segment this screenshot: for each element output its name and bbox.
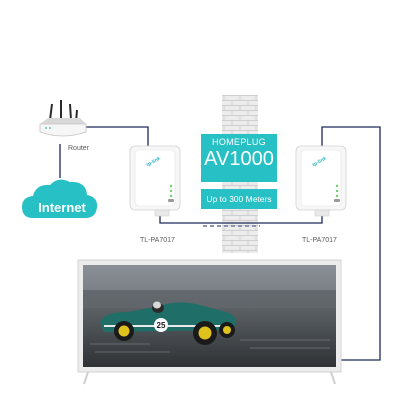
router-adapter-cable: [80, 126, 149, 150]
range-panel: Up to 300 Meters: [201, 189, 277, 209]
adapter-model-right: TL-PA7017: [302, 237, 337, 244]
adapter-model-left: TL-PA7017: [140, 237, 175, 244]
homeplug-panel: HOMEPLUG AV1000: [201, 134, 277, 182]
powerline-adapter-left: [129, 145, 181, 217]
car-number: 25: [157, 321, 166, 330]
router-icon: [39, 100, 87, 137]
homeplug-standard: HOMEPLUG: [212, 137, 266, 147]
router-label: Router: [68, 145, 90, 152]
adapter-tv-cable: [268, 126, 381, 361]
television: 25: [77, 259, 342, 385]
race-car-image: [100, 301, 237, 345]
internet-cloud-icon: [22, 179, 98, 218]
powerline-adapter-right: [295, 145, 347, 217]
homeplug-speed: AV1000: [204, 148, 274, 170]
internet-label: Internet: [38, 200, 86, 215]
